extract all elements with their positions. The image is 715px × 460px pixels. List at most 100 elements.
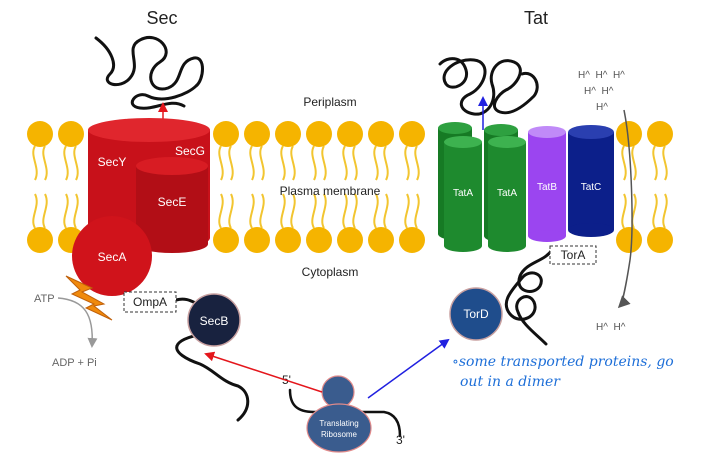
translating-ribosome <box>306 375 372 453</box>
ompa-label: OmpA <box>133 295 167 309</box>
lipid-tail <box>311 145 317 181</box>
lipid-tail <box>383 145 389 181</box>
lipid-head <box>337 227 363 253</box>
lipid-tail <box>290 145 296 181</box>
tord-label: TorD <box>463 307 489 321</box>
lipid-head <box>27 121 53 147</box>
tora-label: TorA <box>561 248 586 262</box>
sece-protein <box>136 157 208 253</box>
lipid-tail <box>42 193 48 229</box>
secb-protein <box>187 293 241 347</box>
tata-protein-1 <box>444 136 482 252</box>
tora-chain <box>504 248 554 346</box>
protons-row-3: H^ <box>596 102 608 113</box>
lipid-head <box>647 227 673 253</box>
lipid-tail <box>32 145 38 181</box>
handwritten-note-line1: ∘some transported proteins, go <box>452 354 674 370</box>
seca-label: SecA <box>98 250 127 264</box>
lipid-tail <box>631 145 637 181</box>
lipid-tail <box>290 193 296 229</box>
lipid-tail <box>259 145 265 181</box>
lightning-bolt-icon <box>65 275 113 321</box>
tora-box <box>549 245 597 265</box>
lipid-tail <box>280 193 286 229</box>
protons-row-1: H^ H^ H^ <box>578 70 625 81</box>
lipid-head <box>616 121 642 147</box>
tatb-protein <box>528 126 566 242</box>
atp-label: ATP <box>34 293 55 305</box>
lipid-tails <box>32 145 668 229</box>
lipid-tail <box>662 145 668 181</box>
sece-label: SecE <box>158 195 187 209</box>
lipid-tail <box>321 145 327 181</box>
lipid-tail <box>652 193 658 229</box>
lipid-tail <box>652 145 658 181</box>
ribosome-label-line2: Ribosome <box>321 430 358 439</box>
lipid-head <box>337 121 363 147</box>
lipid-head <box>213 121 239 147</box>
cytoplasm-label: Cytoplasm <box>302 265 359 279</box>
lipid-tail <box>249 145 255 181</box>
lipid-head <box>275 227 301 253</box>
proton-gradient-arrow <box>617 109 633 309</box>
lipid-head <box>399 227 425 253</box>
tata-label-2: TatA <box>497 188 517 199</box>
secb-label: SecB <box>200 314 229 328</box>
adp-pi-label: ADP + Pi <box>52 357 97 369</box>
tata-protein-2 <box>488 136 526 252</box>
lipid-tail <box>342 193 348 229</box>
lipid-tail <box>218 193 224 229</box>
lipid-head <box>368 121 394 147</box>
lipid-tail <box>228 145 234 181</box>
lipid-head <box>275 121 301 147</box>
lipid-tail <box>414 193 420 229</box>
lipid-tail <box>218 145 224 181</box>
tata-label-1: TatA <box>453 188 473 199</box>
lipid-tail <box>352 193 358 229</box>
red-arrow-to-secb <box>204 351 323 393</box>
lipid-head <box>368 227 394 253</box>
handwritten-note-line2: out in a dimer <box>460 374 561 390</box>
lipid-head <box>616 227 642 253</box>
protons-row-2: H^ H^ <box>584 86 614 97</box>
lipid-head <box>647 121 673 147</box>
lipid-tail <box>621 193 627 229</box>
lipid-tail <box>404 145 410 181</box>
secy-label: SecY <box>98 155 127 169</box>
atp-hydrolysis-arrow <box>57 297 98 348</box>
lipid-head <box>306 227 332 253</box>
plasma-membrane-label: Plasma membrane <box>280 184 381 198</box>
lipid-tail <box>73 145 79 181</box>
lipid-tail <box>42 145 48 181</box>
seca-protein <box>72 216 152 296</box>
lipid-head <box>399 121 425 147</box>
protons-bottom: H^ H^ <box>596 322 626 333</box>
lipid-head <box>27 227 53 253</box>
lipid-tail <box>662 193 668 229</box>
lipid-head <box>58 121 84 147</box>
lipid-tail <box>383 193 389 229</box>
lipid-tail <box>352 145 358 181</box>
lipid-head <box>213 227 239 253</box>
lipid-tail <box>404 193 410 229</box>
lipid-head <box>244 121 270 147</box>
lipid-tail <box>259 193 265 229</box>
sec-title: Sec <box>146 8 177 28</box>
lipid-tail <box>311 193 317 229</box>
lipid-tail <box>373 145 379 181</box>
three-prime-label: 3' <box>396 433 405 447</box>
lipid-tail <box>249 193 255 229</box>
lipid-tail <box>321 193 327 229</box>
tatc-protein <box>568 125 614 237</box>
secg-label: SecG <box>175 144 205 158</box>
lipid-tail <box>414 145 420 181</box>
tatb-label: TatB <box>537 182 557 193</box>
lipid-head <box>306 121 332 147</box>
blue-arrow-to-tord <box>367 338 450 399</box>
lipid-tail <box>63 193 69 229</box>
periplasm-label: Periplasm <box>303 95 356 109</box>
lipid-tail <box>32 193 38 229</box>
ribosome-label-line1: Translating <box>319 419 358 428</box>
ompa-box <box>123 291 177 313</box>
